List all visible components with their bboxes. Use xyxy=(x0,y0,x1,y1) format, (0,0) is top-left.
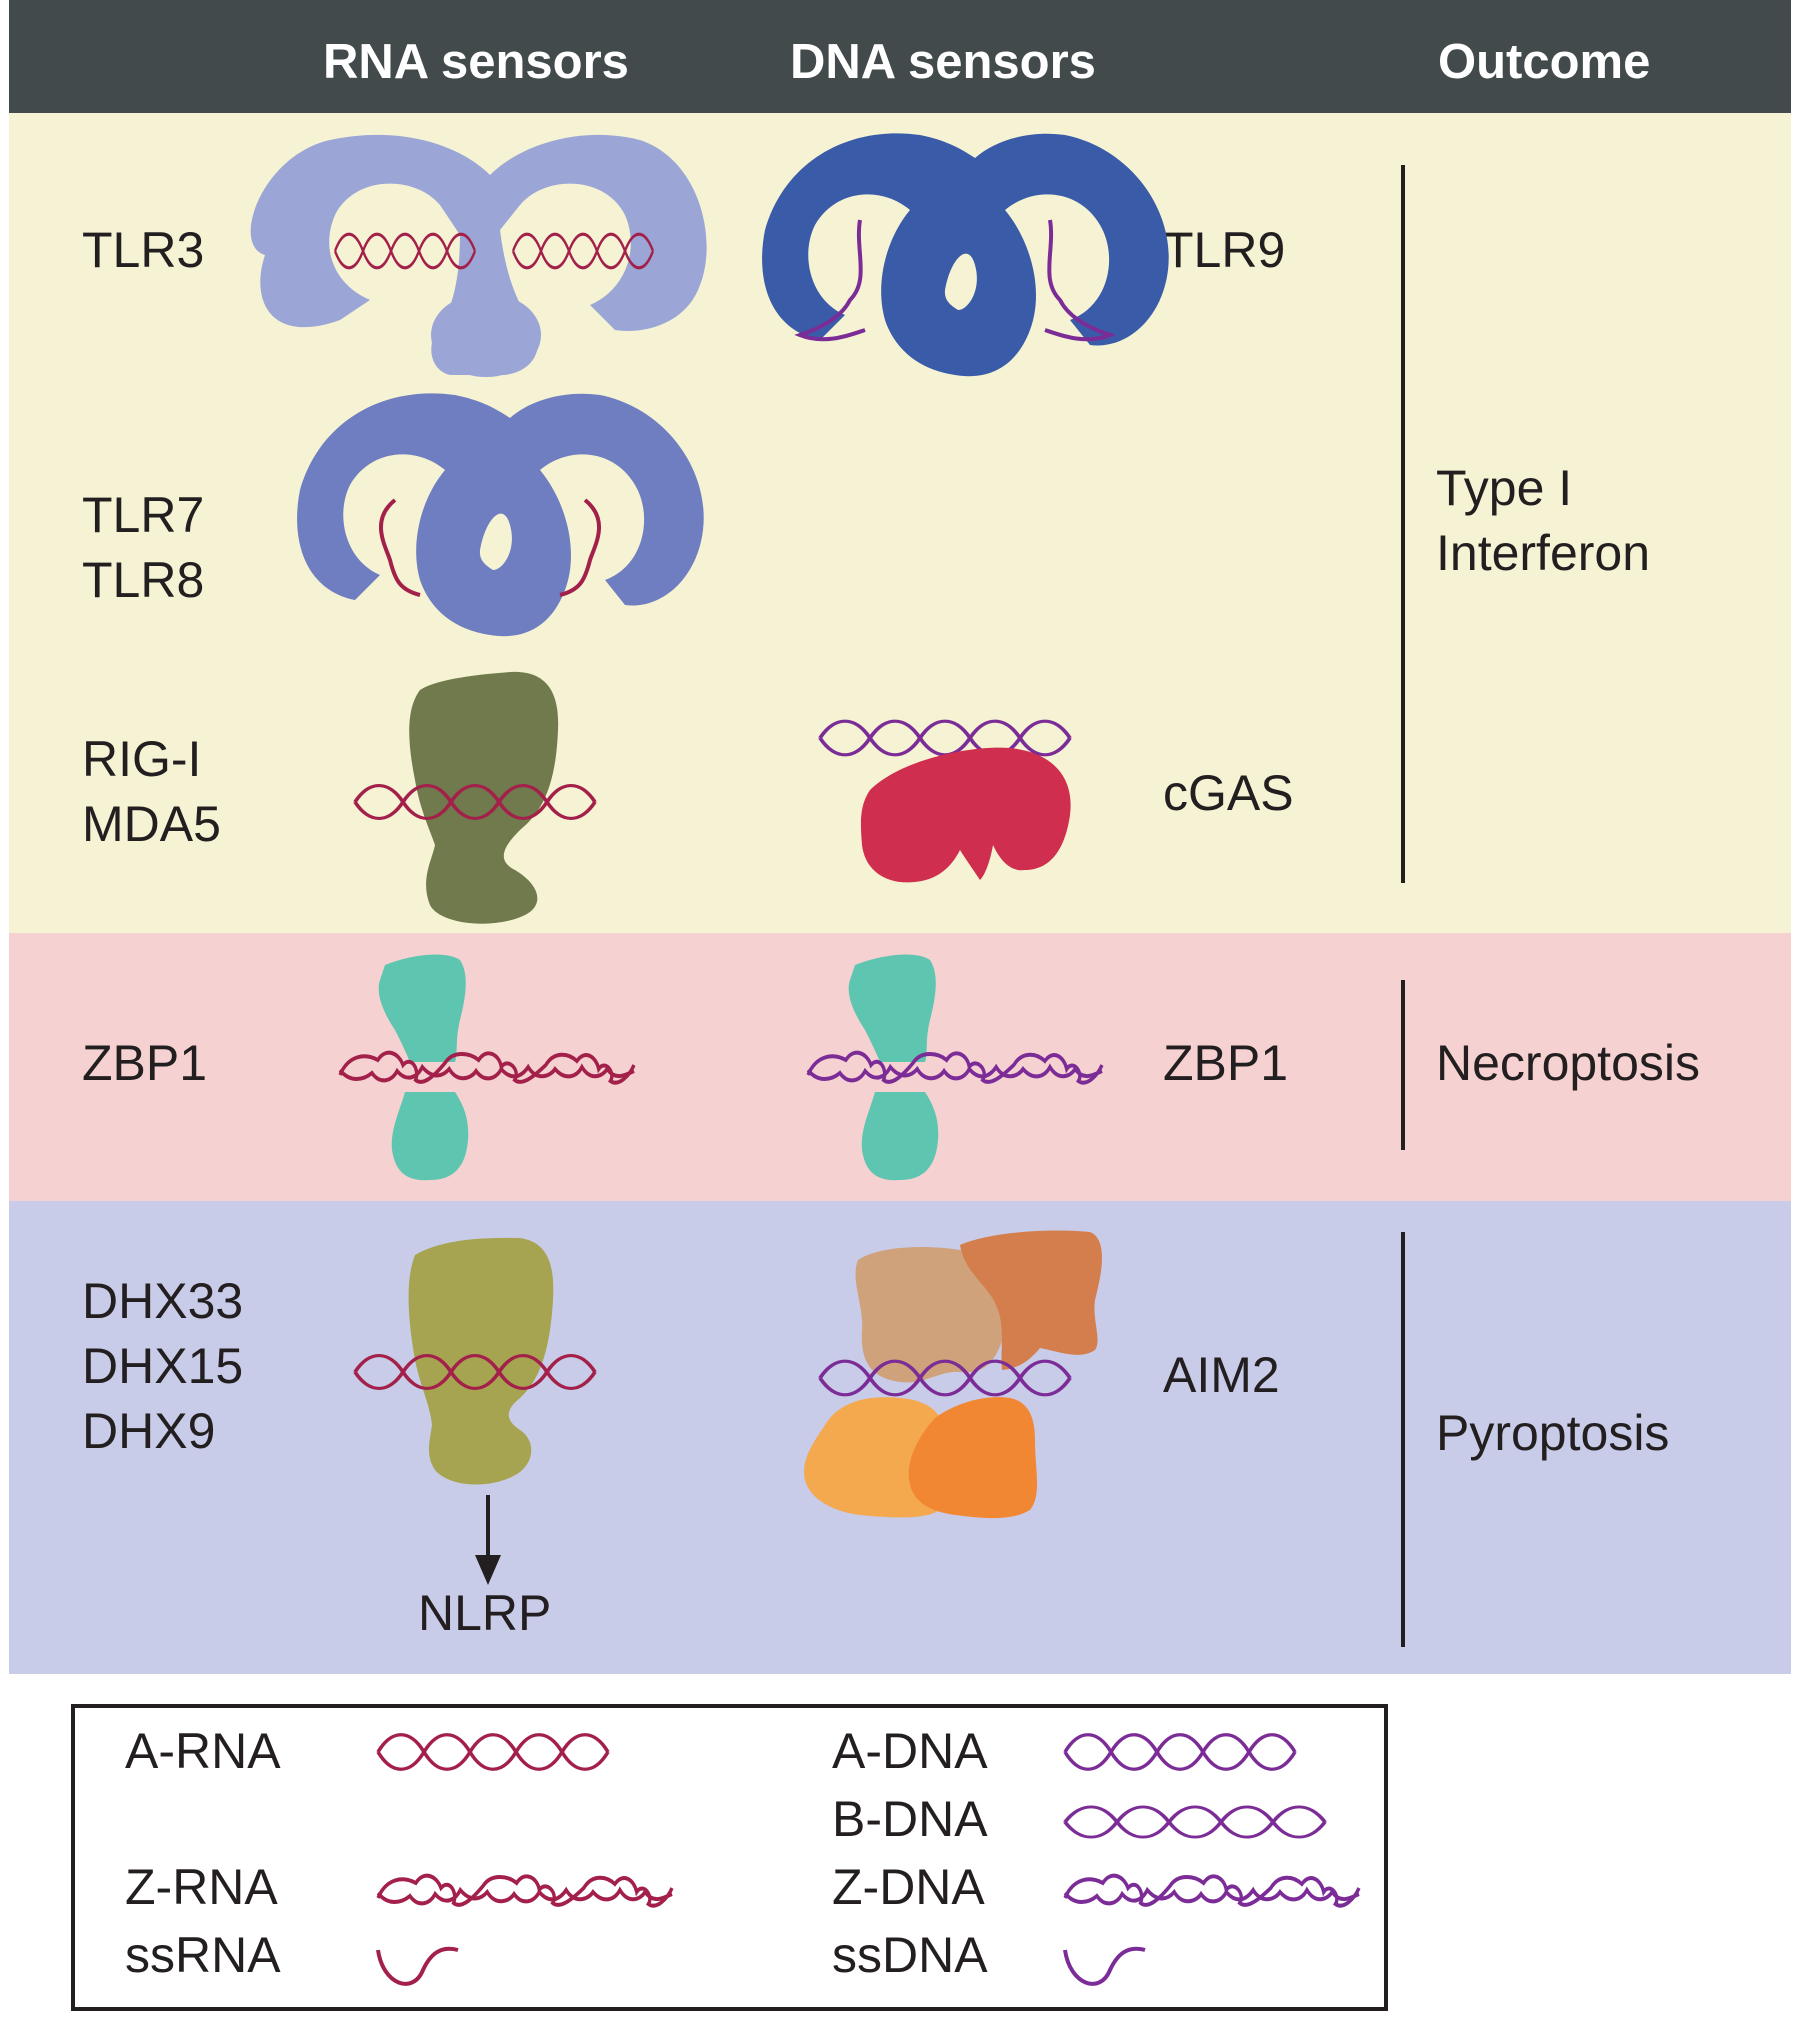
label-tlr7: TLR7 xyxy=(82,487,204,543)
outcome-necroptosis: Necroptosis xyxy=(1436,1035,1700,1091)
legend-box xyxy=(71,1704,1388,2011)
label-cgas: cGAS xyxy=(1163,765,1294,821)
legend-label-b-dna: B-DNA xyxy=(832,1791,988,1847)
aim2-protein-complex-icon xyxy=(804,1230,1102,1519)
legend-label-ss-dna: ssDNA xyxy=(832,1927,988,1983)
legend-label-a-rna: A-RNA xyxy=(125,1723,281,1779)
legend-label-a-dna: A-DNA xyxy=(832,1723,988,1779)
legend-label-z-dna: Z-DNA xyxy=(832,1859,985,1915)
header-rna-sensors: RNA sensors xyxy=(323,35,629,89)
tlr9-dna-strands xyxy=(794,219,1116,342)
tlr9-receptor-icon xyxy=(762,133,1169,377)
outcome-type-i: Type I xyxy=(1436,460,1572,516)
tlr7-tlr8-rna-strands xyxy=(378,498,602,597)
label-rigi: RIG-I xyxy=(82,731,201,787)
label-aim2: AIM2 xyxy=(1163,1347,1280,1403)
label-tlr3: TLR3 xyxy=(82,222,204,278)
nlrp-arrow xyxy=(475,1495,501,1585)
label-zbp1-rna: ZBP1 xyxy=(82,1035,207,1091)
divider-interferon xyxy=(1401,165,1405,883)
tlr7-tlr8-receptor-icon xyxy=(297,393,704,637)
label-dhx9: DHX9 xyxy=(82,1403,215,1459)
rigi-protein-icon xyxy=(409,671,559,924)
header-outcome: Outcome xyxy=(1438,35,1650,89)
outcome-pyroptosis: Pyroptosis xyxy=(1436,1405,1669,1461)
dhx-protein-icon xyxy=(408,1237,554,1485)
legend-label-ss-rna: ssRNA xyxy=(125,1927,281,1983)
label-mda5: MDA5 xyxy=(82,796,221,852)
label-tlr8: TLR8 xyxy=(82,552,204,608)
tlr3-receptor-icon xyxy=(250,134,707,377)
header-dna-sensors: DNA sensors xyxy=(790,35,1096,89)
label-zbp1-dna: ZBP1 xyxy=(1163,1035,1288,1091)
cgas-protein-icon xyxy=(860,747,1071,883)
legend-label-z-rna: Z-RNA xyxy=(125,1859,278,1915)
label-dhx15: DHX15 xyxy=(82,1338,243,1394)
divider-pyroptosis xyxy=(1401,1232,1405,1647)
label-nlrp: NLRP xyxy=(418,1585,551,1641)
divider-necroptosis xyxy=(1401,980,1405,1150)
header-bar xyxy=(9,0,1791,113)
label-dhx33: DHX33 xyxy=(82,1273,243,1329)
label-tlr9: TLR9 xyxy=(1163,222,1285,278)
zbp1-rna-protein-icon xyxy=(378,954,469,1181)
outcome-interferon: Interferon xyxy=(1436,525,1650,581)
zbp1-dna-protein-icon xyxy=(848,954,939,1181)
